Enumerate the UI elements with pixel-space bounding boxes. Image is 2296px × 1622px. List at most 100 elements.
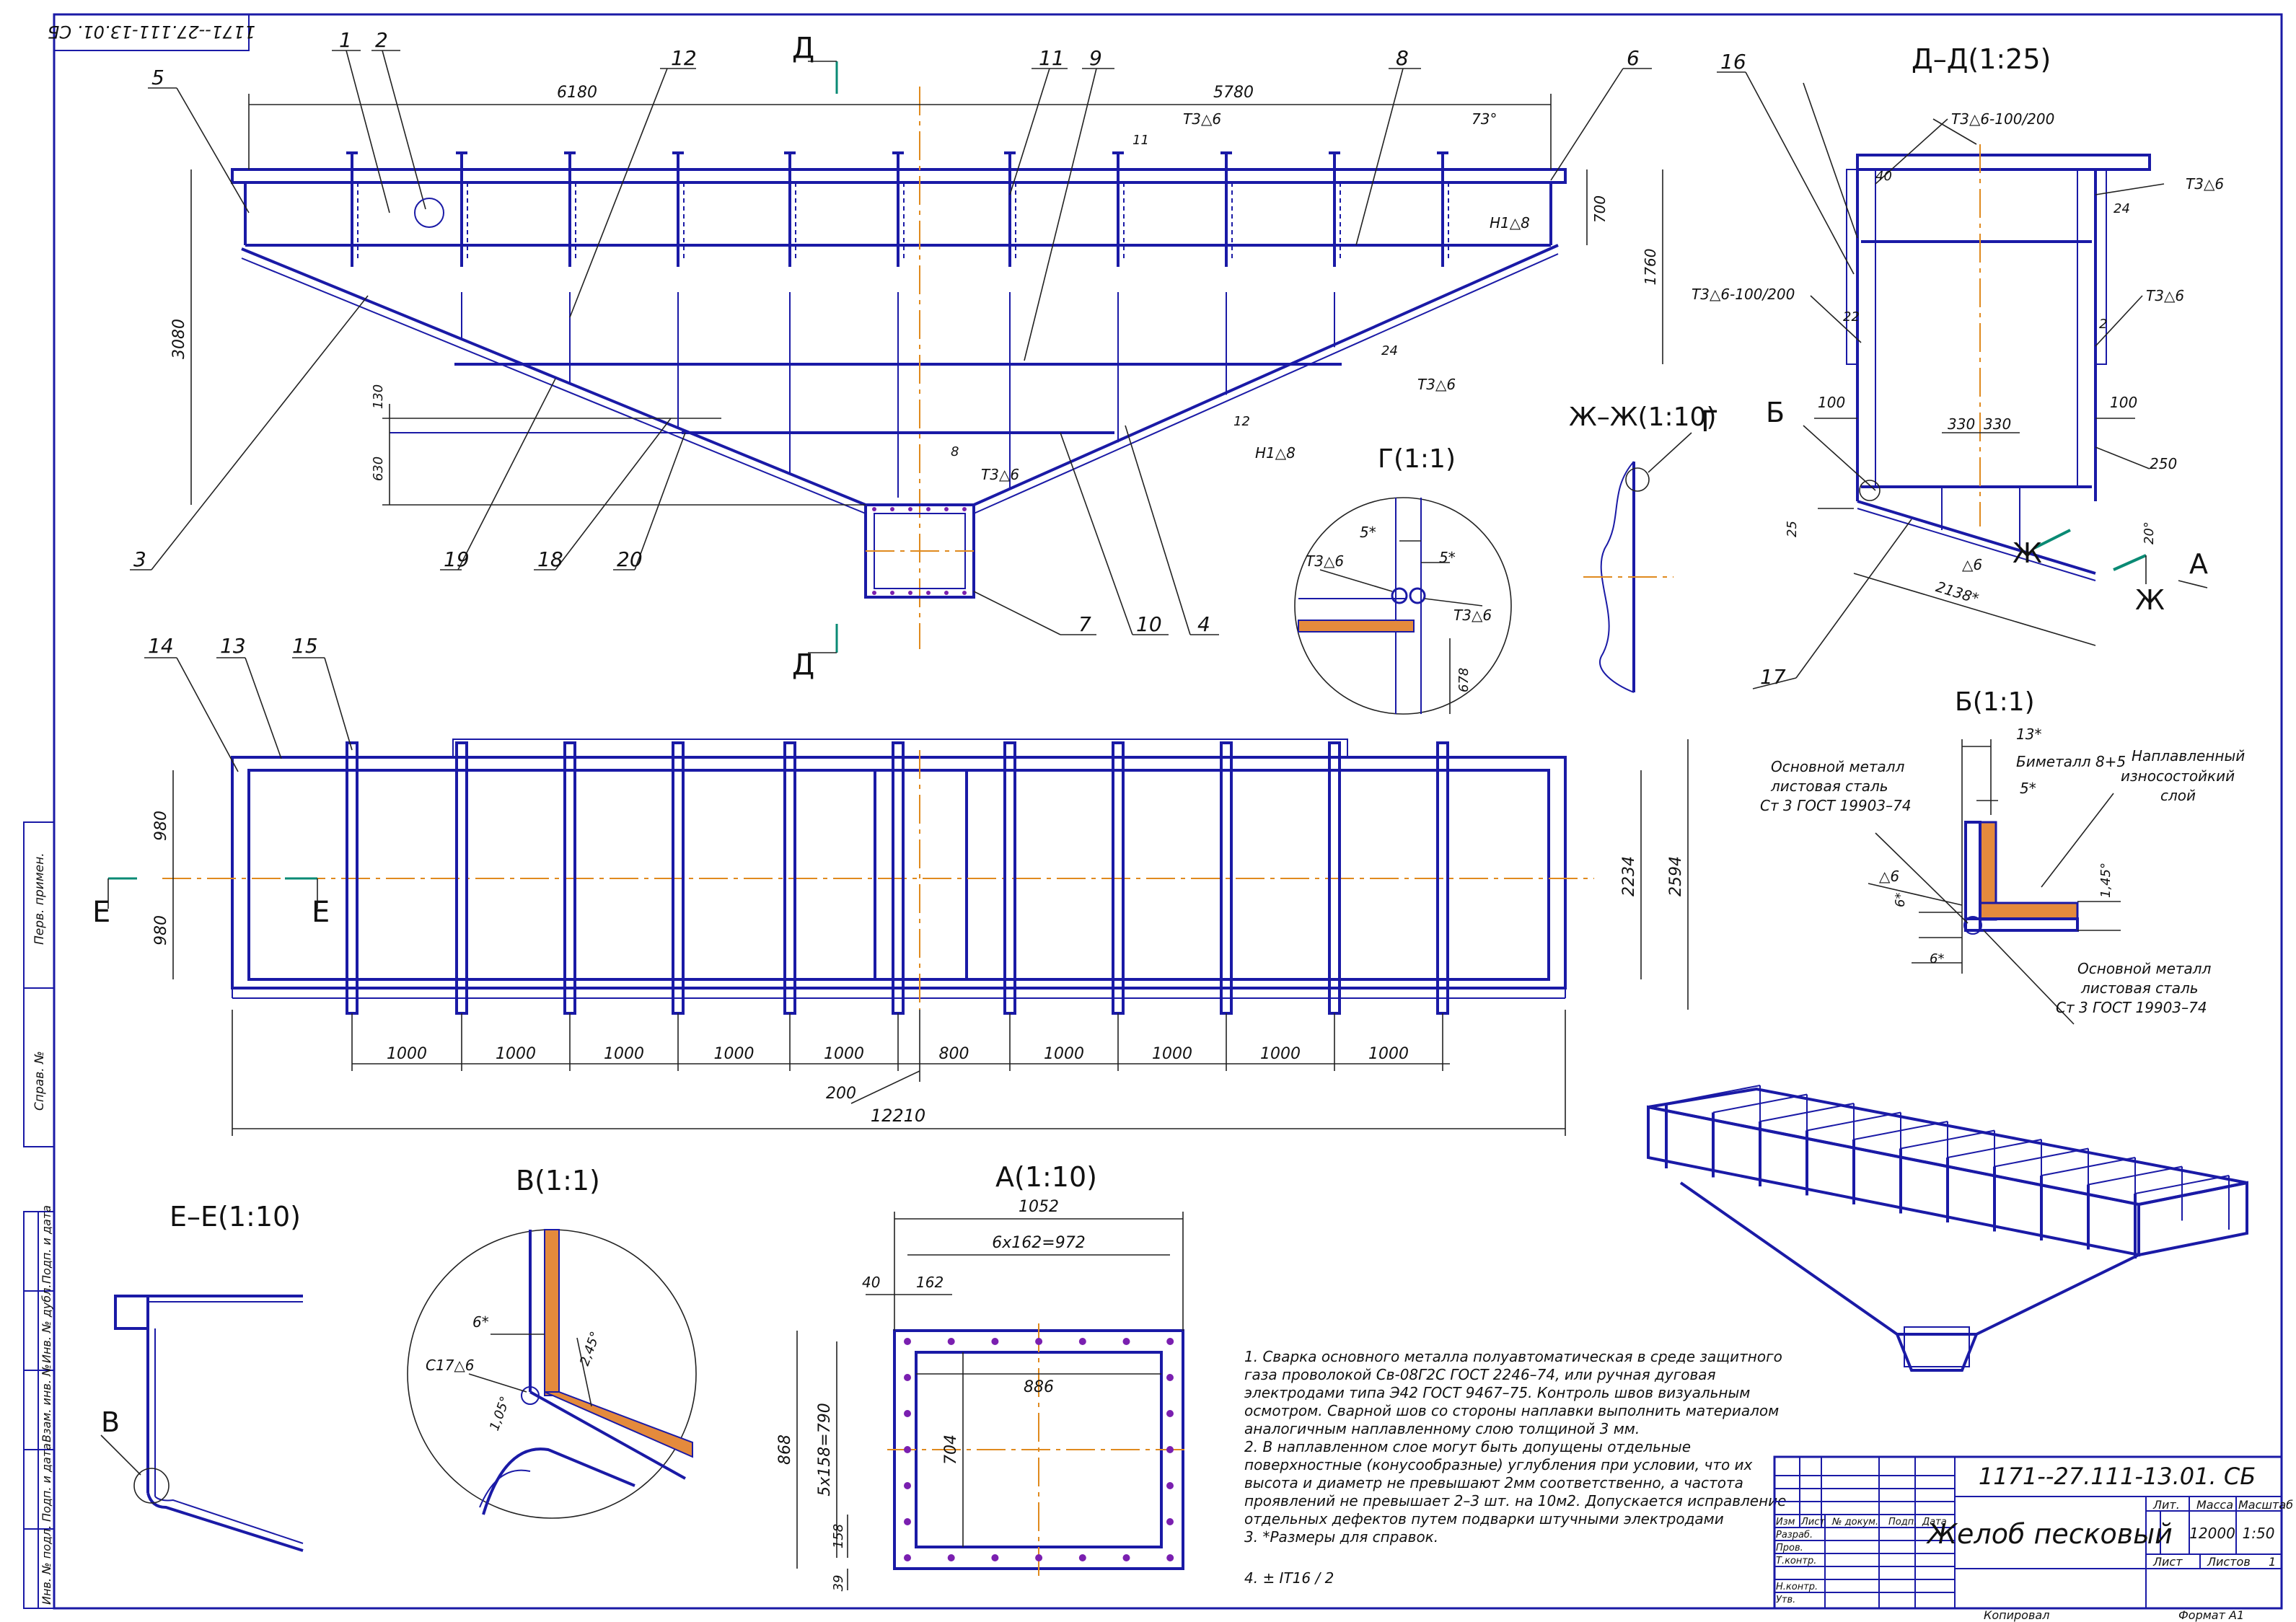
dd-dim-20deg: 20°: [2142, 521, 2157, 545]
view-label-a: А(1:10): [995, 1161, 1097, 1193]
detail-b-base-6: Ст 3 ГОСТ 19903–74: [2056, 999, 2207, 1016]
detail-g-weld-2: Т3△6: [1453, 607, 1492, 624]
view-a-dim-886: 886: [1024, 1378, 1054, 1396]
dim-12: 12: [1233, 414, 1250, 429]
dim-8: 8: [951, 444, 959, 459]
bolt-hole-right-1: [1166, 1374, 1174, 1381]
title-format: Формат А1: [2178, 1608, 2244, 1622]
note-line-3: электродами типа Э42 ГОСТ 9467–75. Контр…: [1244, 1384, 1750, 1401]
dim-left-len: 6180: [557, 84, 597, 102]
section-marker-zh-a: [2033, 529, 2208, 589]
side-stamp-3: Подп. и дата: [40, 1205, 53, 1284]
title-sheets-count: 1: [2269, 1555, 2276, 1569]
bolt-hole-bottom-5: [1122, 1554, 1130, 1561]
view-label-dd: Д–Д(1:25): [1912, 43, 2051, 75]
callout-9: 9: [1089, 46, 1102, 70]
plan-spacing-0: 1000: [387, 1045, 427, 1063]
detail-b-dim-6b: 6*: [1930, 951, 1944, 966]
detail-b-dim-6a: 6*: [1893, 893, 1908, 907]
iso-rib-top-7: [1994, 1147, 2089, 1168]
detail-g-dim-678: 678: [1456, 668, 1472, 692]
detail-b-naplav-1: Наплавленный: [2132, 747, 2245, 764]
tb-row-prov: Пров.: [1776, 1543, 1803, 1553]
bolt-hole-left-5: [904, 1518, 911, 1525]
side-stamp-6: Подп. и дата: [40, 1443, 53, 1522]
plan-dim-980-top: 980: [152, 811, 170, 841]
detail-v: [407, 1229, 697, 1519]
outlet-hole-bottom-1: [890, 591, 894, 595]
section-dd: [1795, 82, 2165, 679]
side-stamp-4: Инв. № дубл.: [40, 1284, 53, 1363]
outlet-hole-top-5: [962, 507, 967, 511]
main-callouts: [130, 50, 1652, 635]
section-marker-d-top: [808, 61, 838, 94]
section-zhzh: [1583, 432, 1692, 693]
bolt-hole-bottom-0: [904, 1554, 911, 1561]
isometric-ribs: [1665, 1085, 2230, 1259]
callout-16: 16: [1720, 50, 1746, 74]
weld-t3-6-top: Т3△6: [1183, 110, 1221, 128]
dim-height: 3080: [170, 319, 188, 359]
iso-rib-top-8: [2041, 1157, 2136, 1176]
plan-spacing-4: 1000: [824, 1045, 864, 1063]
callout-17: 17: [1760, 665, 1786, 689]
bolt-hole-bottom-4: [1078, 1554, 1086, 1561]
view-label-v: В(1:1): [516, 1165, 600, 1196]
callout-7: 7: [1078, 612, 1091, 636]
section-marker-e: [107, 877, 318, 909]
bolt-hole-right-3: [1166, 1446, 1174, 1453]
dim-11: 11: [1132, 133, 1149, 148]
side-stamp-1: Перв. примен.: [32, 852, 47, 945]
marker-g: Г: [1701, 405, 1718, 438]
outlet-hole-bottom-0: [872, 591, 876, 595]
dim-630: 630: [371, 457, 386, 481]
detail-g: [1294, 497, 1512, 715]
dd-dim-2: 2: [2099, 317, 2107, 332]
outlet-hole-bottom-3: [926, 591, 931, 595]
callout-6: 6: [1627, 46, 1640, 70]
plan-view-posts: [346, 741, 1449, 1071]
title-mass-label: Масса: [2196, 1498, 2233, 1512]
title-block: [1773, 1455, 2283, 1610]
bolt-hole-top-4: [1078, 1338, 1086, 1345]
title-code: 1171--27.111-13.01. СБ: [1979, 1463, 2256, 1490]
plan-spacing-7: 1000: [1152, 1045, 1192, 1063]
detail-b-base-3: Ст 3 ГОСТ 19903–74: [1760, 797, 1912, 814]
view-a-dim-6x162: 6х162=972: [992, 1234, 1085, 1252]
dd-weld-3: Т3△6-100/200: [1692, 286, 1795, 303]
section-ee: [100, 1295, 304, 1552]
plan-dim-980-bottom: 980: [152, 915, 170, 946]
marker-e-right: Е: [312, 896, 330, 929]
dd-weld-1: Т3△6-100/200: [1951, 110, 2054, 128]
outlet-hole-bottom-5: [962, 591, 967, 595]
detail-b-dim-145: 1,45°: [2098, 863, 2114, 898]
dim-130: 130: [371, 384, 386, 409]
outlet-hole-bottom-2: [908, 591, 912, 595]
mirror-code-text: 1171--27.111-13.01. СБ: [48, 22, 255, 42]
marker-e-left: Е: [92, 896, 110, 929]
detail-b-naplav-2: износостойкий: [2121, 767, 2235, 785]
plan-dim-inner: 2234: [1620, 856, 1638, 896]
dd-dim-100-right: 100: [2110, 394, 2137, 411]
callout-2: 2: [375, 28, 388, 52]
callout-12: 12: [671, 46, 697, 70]
title-name: Желоб песковый: [1926, 1518, 2173, 1550]
dd-dim-25: 25: [1785, 521, 1800, 537]
dd-dim-100-left: 100: [1818, 394, 1845, 411]
isometric-view: [1647, 1087, 2248, 1372]
outlet-hole-top-1: [890, 507, 894, 511]
view-a: [796, 1212, 1190, 1590]
tb-row-tkontr: Т.контр.: [1776, 1556, 1816, 1566]
dim-right-h2: 1760: [1642, 249, 1659, 286]
detail-b-base-5: листовая сталь: [2080, 979, 2199, 997]
plan-spacing-8: 1000: [1260, 1045, 1301, 1063]
plan-spacing-1: 1000: [496, 1045, 536, 1063]
outlet-hole-bottom-4: [944, 591, 949, 595]
note-line-4: осмотром. Сварной шов со стороны наплавк…: [1244, 1402, 1779, 1419]
marker-d-bottom: Д: [792, 648, 814, 682]
technical-notes: 1. Сварка основного металла полуавтомати…: [1244, 1348, 1786, 1587]
note-line-9: проявлений не превышает 2–3 шт. на 10м2.…: [1244, 1492, 1786, 1509]
tb-header-list: Лист: [1800, 1517, 1825, 1528]
iso-rib-top-2: [1759, 1103, 1855, 1122]
note-line-12: 4. ± IT16 / 2: [1244, 1569, 1334, 1587]
